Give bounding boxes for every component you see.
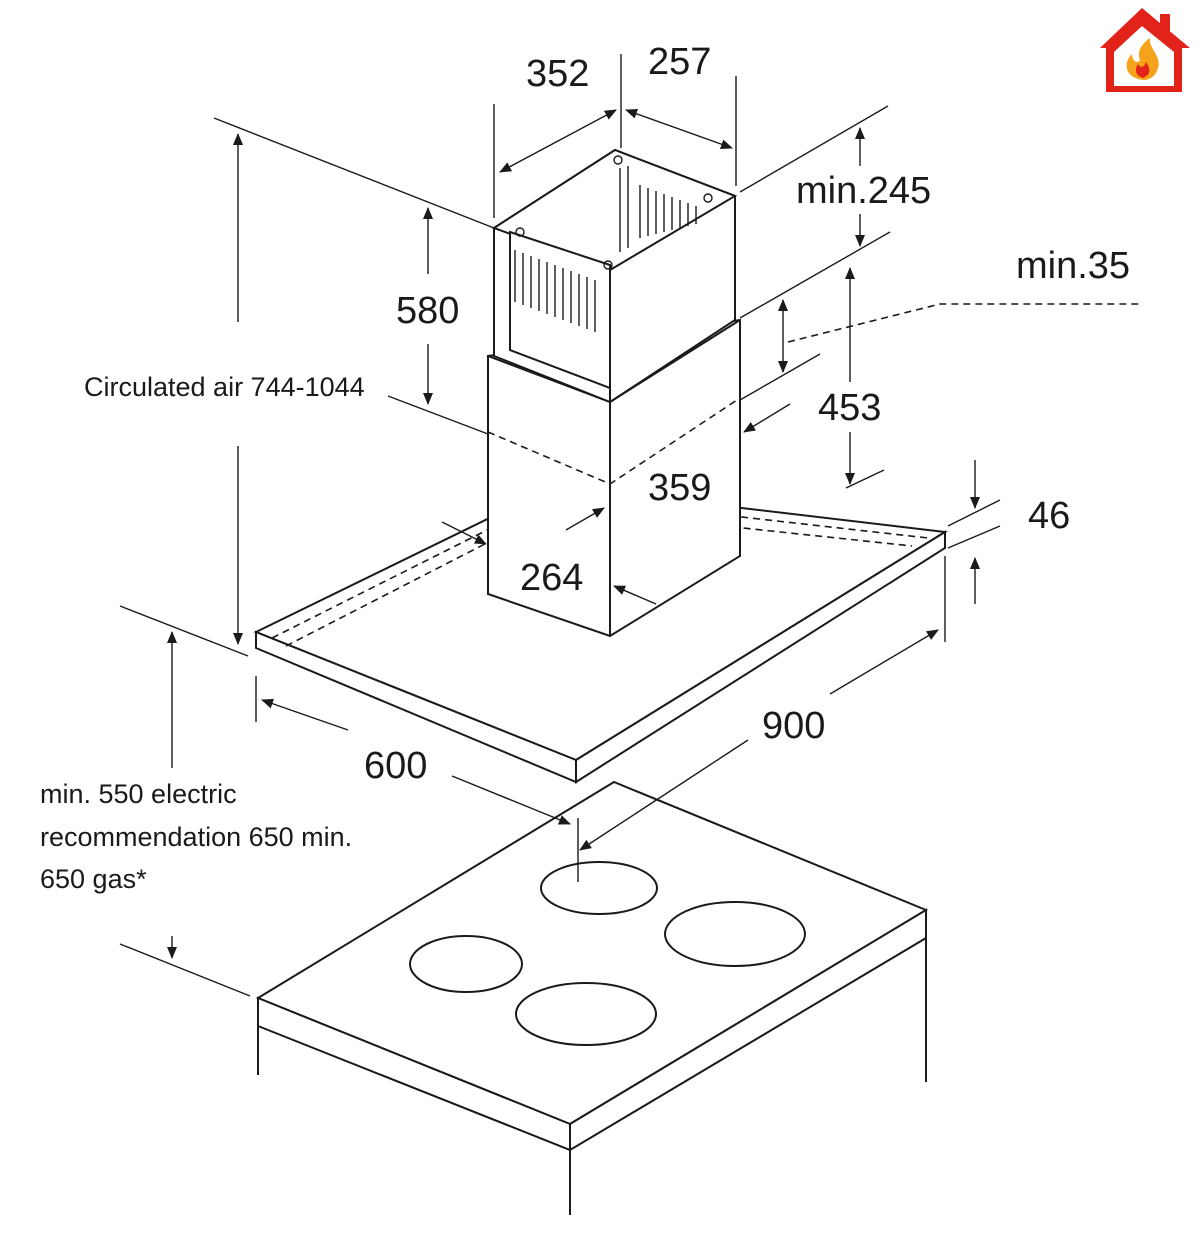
dim-min245-label: min.245 [796,170,931,212]
cooktop [255,780,929,1215]
dim-min35-label: min.35 [1016,245,1130,287]
burner-right [664,901,806,967]
dim-257-label: 257 [648,41,711,83]
dim-900-label: 900 [762,705,825,747]
dim-600-label: 600 [364,745,427,787]
notes: Circulated air 744-1044 min. 550 electri… [40,372,365,894]
burner-back [540,861,658,915]
vent-slots [514,185,697,332]
dim-46-label: 46 [1028,495,1070,537]
house-flame-icon [1100,8,1190,92]
burner-front [515,982,657,1046]
clearance-note-line-1: min. 550 electric [40,779,237,809]
dim-359-label: 359 [648,467,711,509]
dimension-labels: 352 257 min.245 min.35 580 453 359 264 4… [364,41,1130,787]
lower-chimney [487,318,741,638]
dim-453-label: 453 [818,387,881,429]
clearance-note-line-3: 650 gas* [40,864,147,894]
circulated-air-note: Circulated air 744-1044 [84,372,365,402]
clearance-note-line-2: recommendation 650 min. [40,822,352,852]
dimension-lines [119,54,1140,997]
burner-left [409,935,523,993]
dim-264-label: 264 [520,557,583,599]
upper-chimney [491,148,738,404]
dim-352-label: 352 [526,53,589,95]
dim-580-label: 580 [396,290,459,332]
